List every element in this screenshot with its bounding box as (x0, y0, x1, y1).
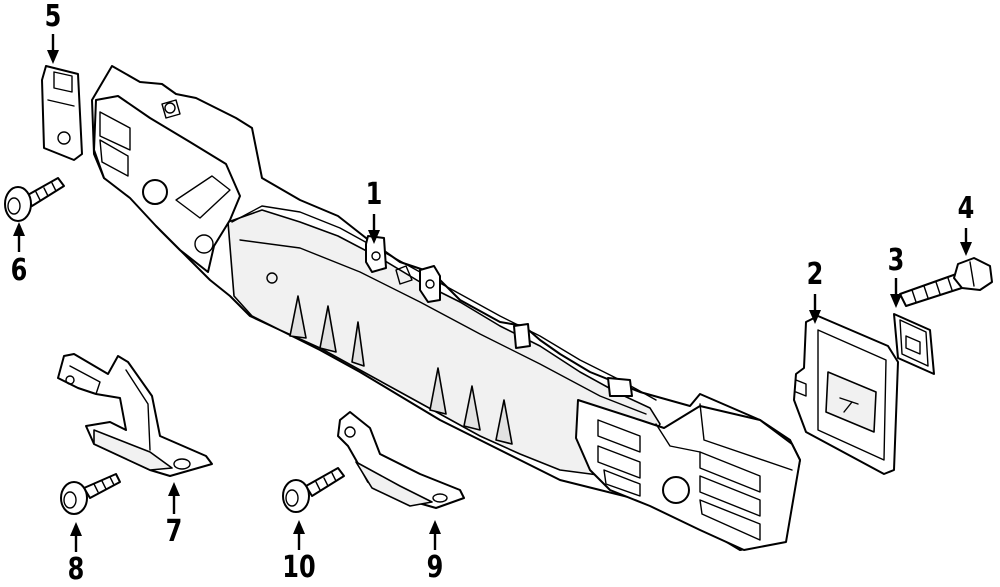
callout-3: 3 (887, 243, 905, 278)
callout-4: 4 (957, 191, 975, 226)
part-8-screw (60, 473, 121, 515)
callout-5: 5 (44, 0, 62, 34)
callout-10: 10 (282, 550, 316, 585)
leader-lines (13, 34, 972, 552)
part-3-pad (893, 313, 935, 375)
part-5-bracket (41, 65, 83, 161)
callout-7: 7 (165, 514, 183, 549)
part-1-bumper-absorber (91, 65, 801, 551)
part-10-screw (282, 467, 345, 513)
part-2-bracket-plate (793, 315, 899, 475)
part-7-bracket (57, 353, 213, 477)
callout-8: 8 (67, 552, 85, 587)
callout-9: 9 (426, 550, 444, 585)
part-9-bracket (337, 411, 465, 509)
part-4-bolt (899, 257, 993, 307)
callout-2: 2 (806, 257, 824, 292)
callout-6: 6 (10, 253, 28, 288)
callout-1: 1 (365, 177, 383, 212)
part-6-screw (4, 177, 65, 222)
